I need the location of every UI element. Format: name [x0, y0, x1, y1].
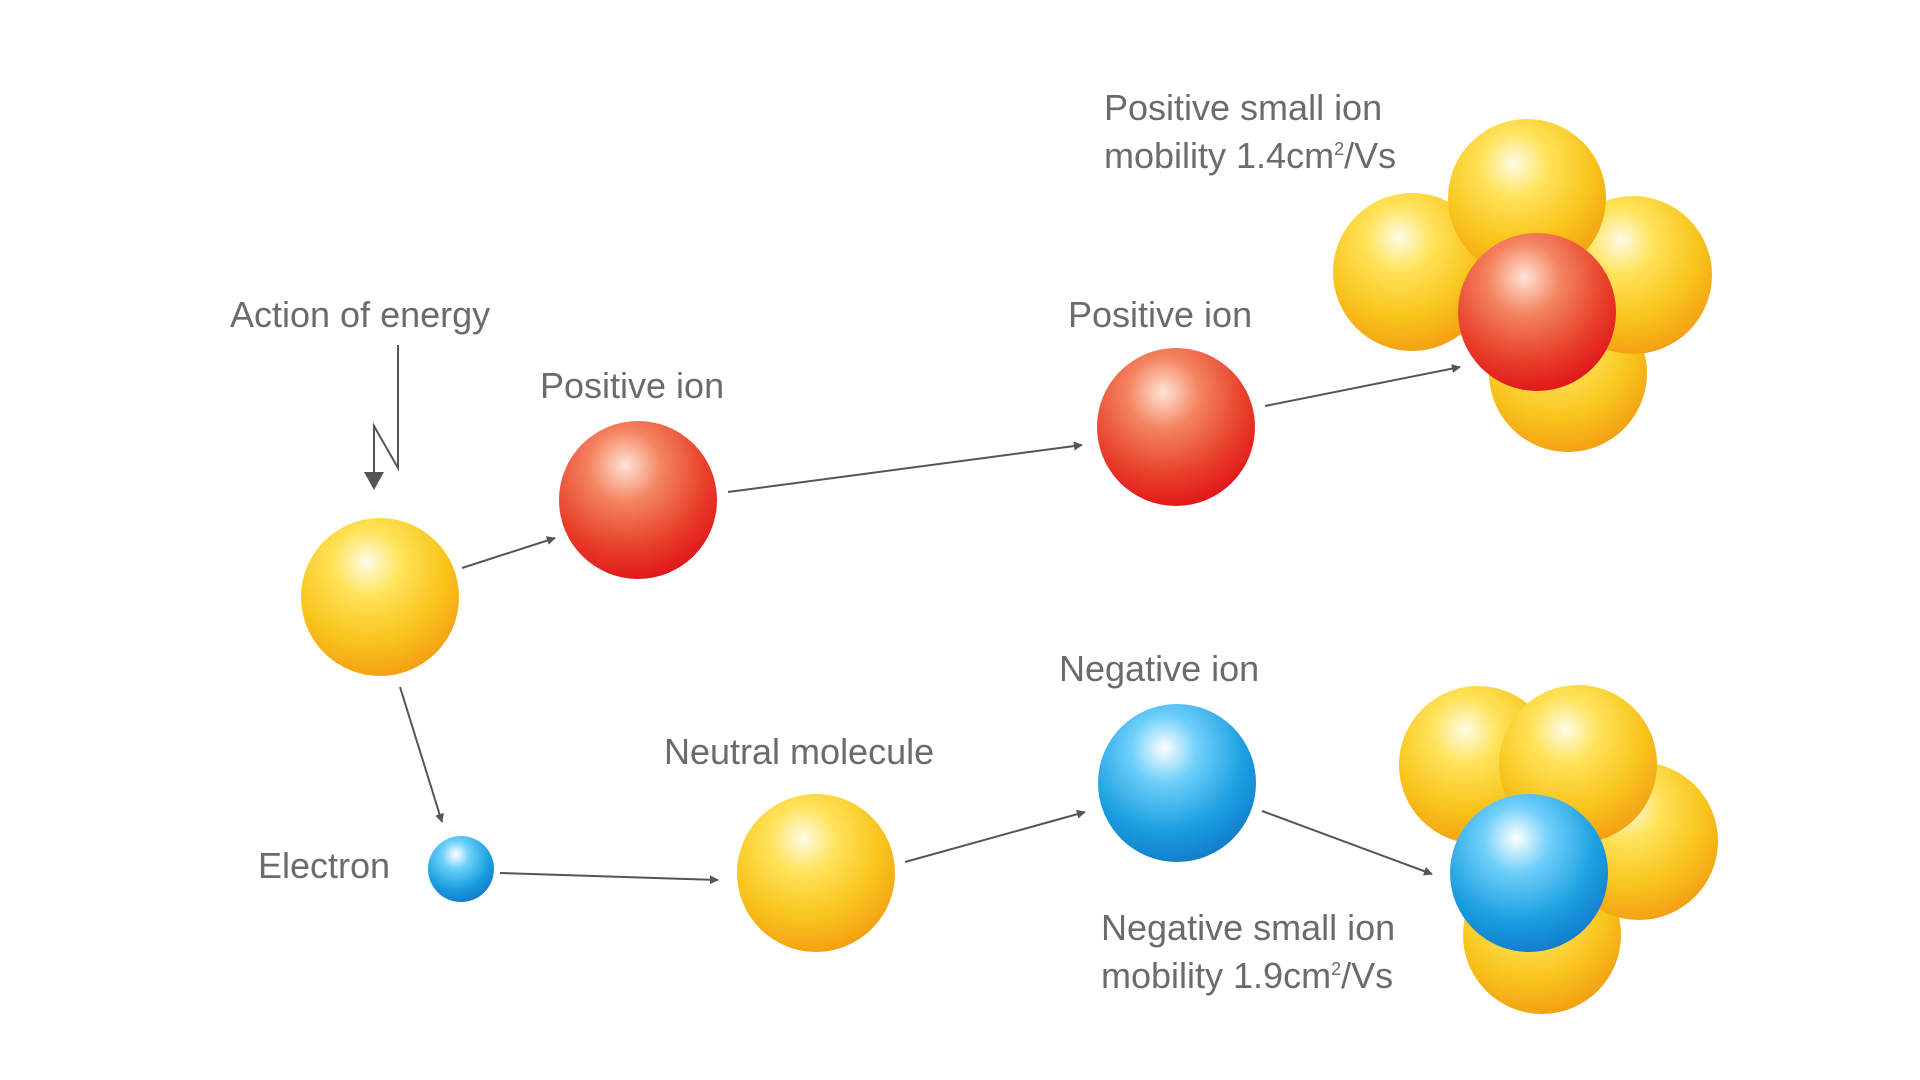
energy-arrowhead: [364, 472, 384, 490]
arrow-positive-ion-to-cluster: [1264, 364, 1461, 407]
neutral-atom: [301, 518, 459, 676]
cluster-sphere: [1448, 119, 1606, 277]
energy-lightning-arrow: [373, 345, 399, 486]
label-negative-small-ion: Negative small ion mobility 1.9cm2/Vs: [1101, 904, 1395, 1000]
positive-ion-sphere-2: [1097, 348, 1255, 506]
positive-small-ion-mobility: mobility 1.4cm2/Vs: [1104, 135, 1397, 176]
electron-sphere: [428, 836, 494, 902]
label-positive-ion-1: Positive ion: [540, 365, 725, 406]
negative-small-ion-mobility: mobility 1.9cm2/Vs: [1101, 955, 1394, 996]
cluster-core-negative-ion: [1450, 794, 1608, 952]
arrow-atom-to-positive-ion: [461, 536, 556, 569]
negative-small-ion-title: Negative small ion: [1101, 907, 1396, 948]
label-neutral-molecule: Neutral molecule: [664, 731, 935, 772]
positive-ion-sphere-1: [559, 421, 717, 579]
label-positive-ion-2: Positive ion: [1068, 294, 1253, 335]
arrow-atom-to-electron: [399, 686, 444, 823]
positive-small-ion-title: Positive small ion: [1104, 87, 1383, 128]
neutral-molecule-sphere: [737, 794, 895, 952]
positive-small-ion-cluster: [1333, 119, 1712, 452]
label-action-of-energy: Action of energy: [230, 294, 491, 335]
arrow-neutral-to-negative-ion: [904, 809, 1086, 863]
negative-ion-sphere: [1098, 704, 1256, 862]
label-positive-small-ion: Positive small ion mobility 1.4cm2/Vs: [1104, 84, 1396, 180]
cluster-core-positive-ion: [1458, 233, 1616, 391]
arrow-negative-ion-to-cluster: [1261, 810, 1433, 876]
label-negative-ion: Negative ion: [1059, 648, 1260, 689]
arrow-electron-to-neutral: [499, 872, 719, 885]
label-electron: Electron: [258, 845, 391, 886]
negative-small-ion-cluster: [1399, 685, 1718, 1014]
cluster-sphere: [1333, 193, 1491, 351]
arrow-positive-ion-to-positive-ion: [727, 441, 1083, 493]
arrows: [364, 345, 1461, 885]
